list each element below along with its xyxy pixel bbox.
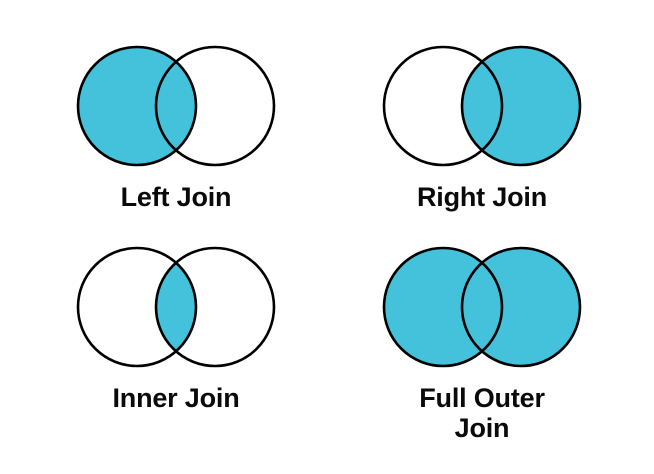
- venn-label-inner-join: Inner Join: [112, 383, 240, 413]
- venn-right-circle-outline: [154, 246, 276, 368]
- venn-intersection-fill: [156, 248, 196, 366]
- venn-right-circle-outline: [460, 246, 582, 368]
- venn-left-circle-fill: [78, 47, 196, 165]
- venn-cell-inner-join: Inner Join: [36, 243, 316, 413]
- venn-right-circle-fill: [462, 47, 580, 165]
- venn-label-right-join: Right Join: [417, 182, 547, 212]
- venn-left-circle-outline: [76, 45, 198, 167]
- venn-right-circle-fill: [462, 248, 580, 366]
- venn-left-circle-outline: [76, 246, 198, 368]
- venn-figure-full-outer-join: [382, 246, 582, 368]
- venn-left-circle-outline: [382, 45, 504, 167]
- venn-figure-inner-join: [76, 246, 276, 368]
- venn-cell-left-join: Left Join: [36, 42, 316, 212]
- venn-figure-left-join: [76, 45, 276, 167]
- venn-right-circle-outline: [460, 45, 582, 167]
- venn-left-circle-outline: [382, 246, 504, 368]
- venn-label-full-outer-join: Full Outer Join: [419, 383, 545, 444]
- venn-figure-right-join: [382, 45, 582, 167]
- venn-right-circle-outline: [154, 45, 276, 167]
- venn-label-left-join: Left Join: [120, 182, 232, 212]
- venn-cell-full-outer-join: Full Outer Join: [342, 243, 622, 443]
- venn-cell-right-join: Right Join: [342, 42, 622, 212]
